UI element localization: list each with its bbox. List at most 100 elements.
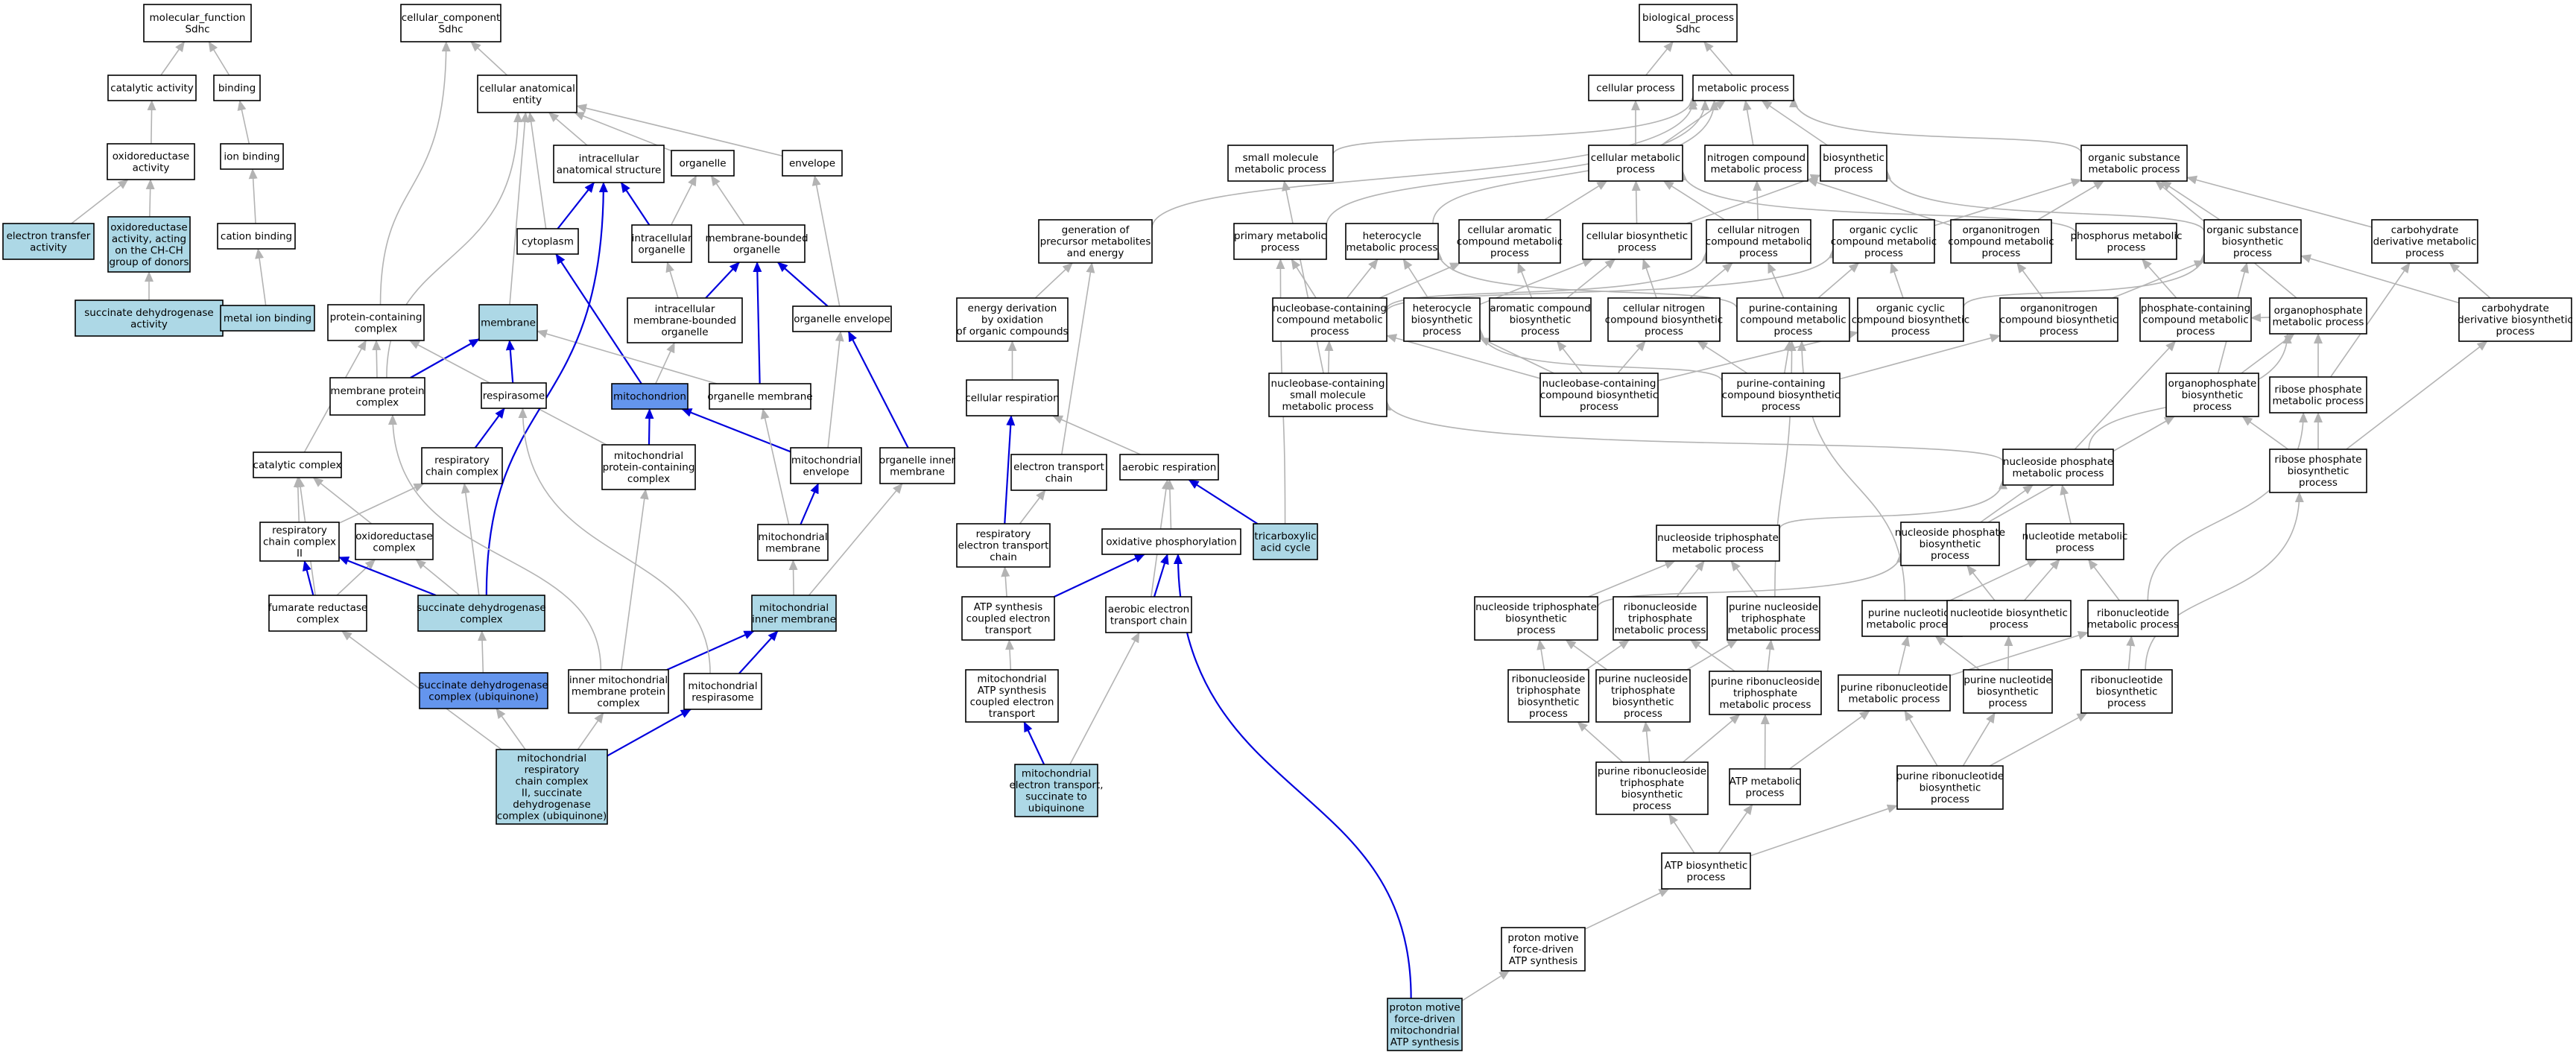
go-term-node-catalytic[interactable]: catalytic activity bbox=[107, 75, 197, 101]
go-term-node-org_membrane[interactable]: organelle membrane bbox=[707, 383, 813, 410]
go-term-node-ntp_bio[interactable]: nucleoside triphosphatebiosyntheticproce… bbox=[1474, 596, 1598, 641]
go-term-node-metabolic_process[interactable]: metabolic process bbox=[1692, 75, 1794, 101]
go-term-node-cytoplasm[interactable]: cytoplasm bbox=[516, 228, 579, 255]
go-term-node-purine_ntp_bio[interactable]: purine nucleosidetriphosphatebiosyntheti… bbox=[1595, 669, 1691, 723]
go-term-node-binding[interactable]: binding bbox=[213, 75, 261, 101]
go-term-node-rntp_bio[interactable]: ribonucleosidetriphosphatebiosyntheticpr… bbox=[1507, 669, 1589, 723]
go-term-node-catalytic_complex[interactable]: catalytic complex bbox=[253, 452, 342, 478]
go-term-node-purine_rntp_bio[interactable]: purine ribonucleosidetriphosphatebiosynt… bbox=[1595, 761, 1709, 815]
go-term-node-cation_binding[interactable]: cation binding bbox=[217, 223, 296, 250]
go-term-node-cellular_resp[interactable]: cellular respiration bbox=[965, 379, 1060, 416]
go-term-node-cellular_process[interactable]: cellular process bbox=[1588, 75, 1683, 101]
go-term-node-envelope[interactable]: envelope bbox=[782, 150, 843, 177]
go-term-node-metal_ion[interactable]: metal ion binding bbox=[220, 305, 315, 332]
go-term-node-ion_binding[interactable]: ion binding bbox=[220, 143, 284, 170]
go-term-node-membrane[interactable]: membrane bbox=[478, 304, 538, 341]
go-term-node-organelle[interactable]: organelle bbox=[671, 150, 735, 177]
go-term-node-aerobic_resp[interactable]: aerobic respiration bbox=[1119, 454, 1219, 481]
go-term-node-pmf_mito_atp[interactable]: proton motiveforce-drivenmitochondrialAT… bbox=[1387, 998, 1463, 1051]
go-term-node-respirasome[interactable]: respirasome bbox=[481, 382, 547, 409]
go-term-node-oxphos[interactable]: oxidative phosphorylation bbox=[1101, 528, 1241, 555]
go-term-node-mitochondrion[interactable]: mitochondrion bbox=[611, 383, 689, 410]
go-term-node-org_env[interactable]: organelle envelope bbox=[792, 305, 892, 332]
